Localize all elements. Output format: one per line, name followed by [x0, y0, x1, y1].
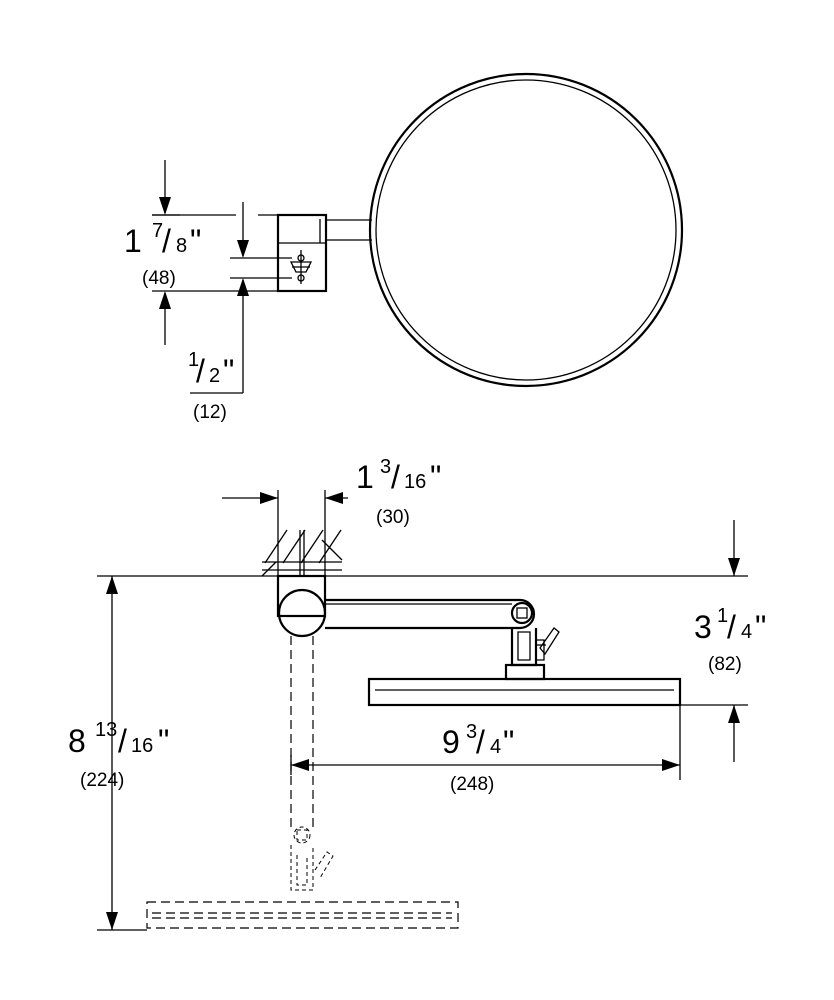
dim-whole: 1 [356, 459, 374, 495]
dim-arrow-up [237, 278, 249, 296]
dim-bracket-height: 1 7 / 8 " (48) [124, 220, 201, 289]
dim-arrow-up [728, 705, 740, 723]
dim-arrow-down [159, 197, 171, 215]
dim-arrow-left [291, 759, 309, 771]
dim-total-height: 8 13 / 16 " (224) [68, 719, 169, 791]
dim-numerator: 7 [152, 220, 163, 242]
dim-denominator: 4 [741, 621, 752, 643]
dim-unit: " [190, 223, 201, 259]
dim-denominator: 2 [209, 365, 220, 387]
svg-text:/: / [196, 353, 205, 389]
dim-numerator: 3 [380, 456, 391, 478]
side-view [97, 490, 748, 931]
adjust-lever [539, 627, 560, 656]
dim-offset: 1 / 2 " (12) [188, 349, 234, 423]
wall-hatch [261, 529, 343, 577]
mirror-mount [504, 663, 546, 681]
dim-arrow-right [260, 492, 278, 504]
svg-text:/: / [118, 723, 127, 759]
dim-arrow-down [106, 912, 118, 930]
svg-text:/: / [162, 223, 171, 259]
mirror-inner-ring [375, 79, 677, 381]
svg-text:/: / [727, 609, 736, 645]
dim-metric: (12) [193, 402, 227, 423]
dim-arrow-up [106, 576, 118, 594]
dim-projection: 9 3 / 4 " (248) [442, 721, 514, 795]
dim-arrow-up [159, 291, 171, 309]
dim-numerator: 1 [717, 605, 728, 627]
dim-numerator: 1 [188, 349, 199, 371]
dim-unit: " [158, 723, 169, 759]
dim-whole: 9 [442, 724, 460, 760]
dim-arm-drop: 3 1 / 4 " (82) [694, 605, 766, 675]
dim-arrow-down [728, 558, 740, 576]
side-wall-bracket [276, 574, 327, 618]
dim-denominator: 16 [404, 471, 426, 493]
dim-unit: " [755, 609, 766, 645]
elbow-screw [516, 607, 528, 619]
front-view [152, 72, 684, 394]
dim-metric: (248) [450, 774, 494, 795]
wall-bracket [276, 213, 328, 293]
dim-whole: 3 [694, 609, 712, 645]
dim-numerator: 3 [466, 721, 477, 743]
dim-arrow-down [237, 240, 249, 258]
dim-wall-width: 1 3 / 16 " (30) [356, 456, 441, 528]
dim-unit: " [223, 353, 234, 389]
mirror-plate [367, 677, 682, 707]
dim-unit: " [503, 724, 514, 760]
alternate-position [146, 636, 459, 929]
dim-metric: (30) [376, 507, 410, 528]
dim-arrow-left [325, 492, 343, 504]
dim-metric: (82) [708, 654, 742, 675]
pivot-joint [277, 588, 327, 638]
svg-text:/: / [391, 459, 400, 495]
elbow-joint [510, 601, 534, 625]
dim-denominator: 4 [490, 736, 501, 758]
svg-text:/: / [476, 724, 485, 760]
dim-metric: (48) [142, 268, 176, 289]
dim-whole: 1 [124, 223, 142, 259]
dim-denominator: 16 [131, 735, 153, 757]
swing-arm [325, 598, 536, 630]
dim-metric: (224) [80, 770, 124, 791]
dim-arrow-right [662, 759, 680, 771]
dim-unit: " [430, 459, 441, 495]
dim-whole: 8 [68, 723, 86, 759]
dim-numerator: 13 [95, 719, 117, 741]
screw-symbol [289, 250, 313, 284]
dim-denominator: 8 [176, 235, 187, 257]
mirror-outer-ring [368, 72, 684, 388]
